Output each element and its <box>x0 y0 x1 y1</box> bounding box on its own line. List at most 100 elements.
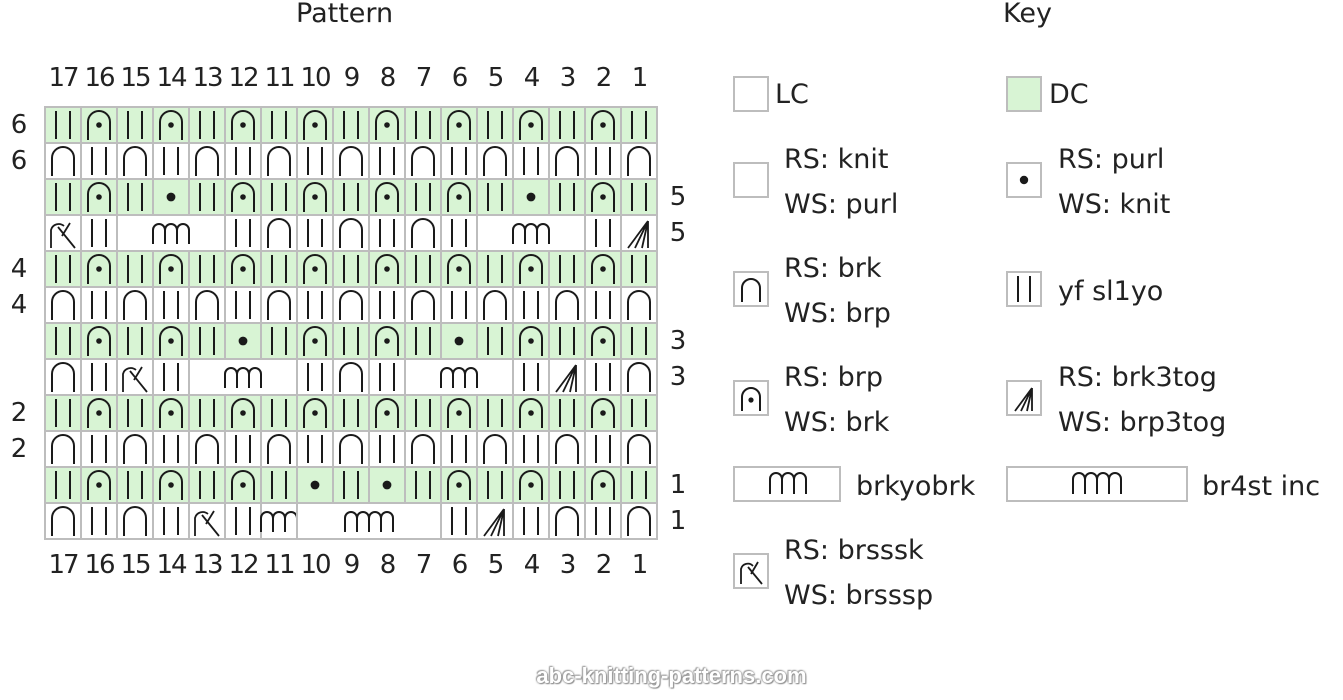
row-number-left: 2 <box>10 434 28 464</box>
column-number-bottom: 7 <box>415 550 433 580</box>
yf-sl1yo-icon <box>152 142 190 180</box>
column-number-top: 2 <box>595 63 613 93</box>
yf-sl1yo-icon <box>116 322 154 360</box>
yf-sl1yo-icon <box>332 322 370 360</box>
yf-sl1yo-icon <box>116 466 154 504</box>
legend-purl-rs: RS: purl <box>1058 144 1165 175</box>
yf-sl1yo-icon <box>620 394 658 432</box>
legend-slip-swatch <box>1006 271 1042 307</box>
column-number-top: 7 <box>415 63 433 93</box>
brk-arch-icon <box>44 358 82 396</box>
chart-row <box>44 466 658 504</box>
row-number-left: 2 <box>10 398 28 428</box>
column-number-bottom: 17 <box>48 550 79 580</box>
brp-arch-dot-icon <box>440 250 478 288</box>
yf-sl1yo-icon <box>332 250 370 288</box>
legend-br4st-swatch <box>1006 466 1188 502</box>
chart-row <box>44 322 658 360</box>
yf-sl1yo-icon <box>296 214 334 252</box>
yf-sl1yo-icon <box>296 142 334 180</box>
row-number-right: 5 <box>669 182 687 212</box>
yf-sl1yo-icon <box>476 106 514 144</box>
brk3tog-icon <box>620 214 658 252</box>
brk-arch-icon <box>44 142 82 180</box>
brk-arch-icon <box>116 502 154 540</box>
column-number-top: 9 <box>343 63 361 93</box>
brp-arch-dot-icon <box>152 466 190 504</box>
yf-sl1yo-icon <box>620 106 658 144</box>
brsssk-icon <box>740 561 763 585</box>
row-number-right: 1 <box>669 470 687 500</box>
column-number-top: 17 <box>48 63 79 93</box>
yf-sl1yo-icon <box>332 394 370 432</box>
column-number-top: 11 <box>264 63 295 93</box>
column-number-bottom: 12 <box>228 550 259 580</box>
brp-arch-dot-icon <box>368 322 406 360</box>
legend-knit-swatch <box>733 162 769 198</box>
brp-arch-dot-icon <box>296 322 334 360</box>
chart-row <box>44 502 658 540</box>
purl-dot-icon <box>296 466 334 504</box>
yf-sl1yo-icon <box>512 502 550 540</box>
yf-sl1yo-icon <box>224 502 262 540</box>
brk-arch-icon <box>260 142 298 180</box>
column-number-top: 5 <box>487 63 505 93</box>
yf-sl1yo-icon <box>584 502 622 540</box>
brk-arch-icon <box>404 142 442 180</box>
yf-sl1yo-icon <box>440 214 478 252</box>
chart-row <box>44 142 658 180</box>
brk-arch-icon <box>116 286 154 324</box>
brp-arch-dot-icon <box>584 394 622 432</box>
yf-sl1yo-icon <box>512 286 550 324</box>
yf-sl1yo-icon <box>404 466 442 504</box>
brp-arch-dot-icon <box>368 394 406 432</box>
legend-knit-rs: RS: knit <box>784 144 889 175</box>
brk-arch-icon <box>260 286 298 324</box>
brk-arch-icon <box>476 430 514 468</box>
legend-brk3tog-swatch <box>1006 380 1042 416</box>
yf-sl1yo-icon <box>260 178 298 216</box>
yf-sl1yo-icon <box>80 502 118 540</box>
yf-sl1yo-icon <box>152 286 190 324</box>
brp-arch-dot-icon <box>224 394 262 432</box>
yf-sl1yo-icon <box>584 358 622 396</box>
brk-arch-icon <box>404 214 442 252</box>
yf-sl1yo-icon <box>440 142 478 180</box>
legend-brk3tog-rs: RS: brk3tog <box>1058 362 1217 393</box>
row-number-right: 5 <box>669 218 687 248</box>
yf-sl1yo-icon <box>260 466 298 504</box>
yf-sl1yo-icon <box>188 106 226 144</box>
yf-sl1yo-icon <box>44 466 82 504</box>
column-number-bottom: 8 <box>379 550 397 580</box>
brk-arch-icon <box>116 142 154 180</box>
brp-arch-dot-icon <box>512 106 550 144</box>
legend-brsssk-ws: WS: brsssp <box>784 580 934 611</box>
yf-sl1yo-icon <box>224 214 262 252</box>
yf-sl1yo-icon <box>584 214 622 252</box>
yf-sl1yo-icon <box>476 250 514 288</box>
brp-arch-dot-icon <box>80 250 118 288</box>
yf-sl1yo-icon <box>332 178 370 216</box>
yf-sl1yo-icon <box>1017 276 1031 302</box>
yf-sl1yo-icon <box>584 142 622 180</box>
brk-arch-icon <box>404 430 442 468</box>
yf-sl1yo-icon <box>116 178 154 216</box>
legend-brk-rs: RS: brk <box>784 253 882 284</box>
yf-sl1yo-icon <box>332 106 370 144</box>
brk-arch-icon <box>44 430 82 468</box>
legend-br4st-label: br4st inc <box>1202 471 1321 502</box>
brp-arch-dot-icon <box>368 250 406 288</box>
column-number-bottom: 9 <box>343 550 361 580</box>
brp-arch-dot-icon <box>440 178 478 216</box>
column-number-bottom: 13 <box>192 550 223 580</box>
yf-sl1yo-icon <box>332 466 370 504</box>
brk-arch-icon <box>620 286 658 324</box>
yf-sl1yo-icon <box>80 358 118 396</box>
yf-sl1yo-icon <box>188 466 226 504</box>
yf-sl1yo-icon <box>260 250 298 288</box>
column-number-top: 3 <box>559 63 577 93</box>
brp-arch-dot-icon <box>80 106 118 144</box>
legend-dc-swatch <box>1006 76 1042 112</box>
brk-arch-icon <box>332 214 370 252</box>
brp-arch-dot-icon <box>584 178 622 216</box>
